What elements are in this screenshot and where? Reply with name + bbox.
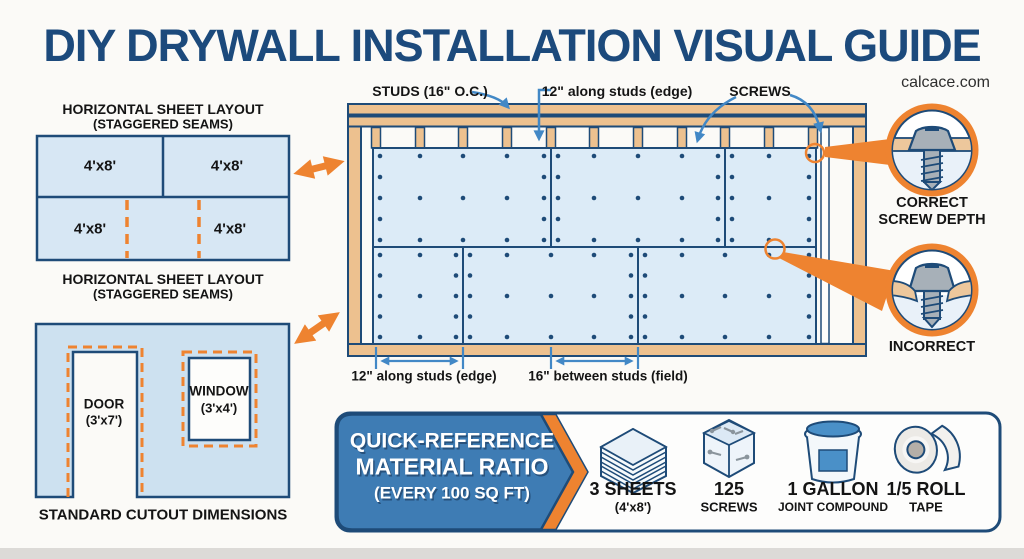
screws-box-icon — [701, 418, 757, 479]
sheet-label-4: 4'x8' — [213, 220, 247, 238]
orange-arrow-bottom — [294, 312, 340, 344]
item-qty-compound: 1 GALLON — [787, 479, 879, 499]
banner-blue-panel — [336, 413, 575, 531]
correct-label-line2: SCREW DEPTH — [878, 211, 986, 228]
sheet-label-2: 4'x8' — [210, 157, 244, 175]
joint-compound-bucket-icon — [804, 420, 862, 484]
callout-arrow-screws-left — [694, 95, 737, 144]
item-sub-compound: JOINT COMPOUND — [777, 500, 889, 514]
callout-arrow-screws-right — [789, 93, 824, 134]
door-size-label: (3'x7') — [85, 412, 123, 428]
banner-heading-line2: MATERIAL RATIO — [355, 453, 549, 480]
dim-edge-label: 12" along studs (edge) — [351, 368, 497, 384]
callout-arrow-edge — [533, 88, 551, 142]
screw-highlight-circle-mid — [764, 238, 786, 260]
callout-arrows — [471, 88, 824, 144]
page-bottom-shadow — [0, 548, 1024, 559]
drywall-sheets — [372, 147, 817, 345]
screws-label: SCREWS — [729, 83, 791, 99]
callout-arrow-studs — [471, 90, 510, 110]
sheet-layout-caption-line1: HORIZONTAL SHEET LAYOUT — [62, 271, 264, 287]
window-size-label: (3'x4') — [200, 400, 238, 416]
window-label: WINDOW — [189, 383, 249, 399]
orange-arrow-top — [293, 156, 345, 179]
stud-stubs — [370, 126, 819, 149]
page-title: DIY DRYWALL INSTALLATION VISUAL GUIDE — [43, 20, 981, 71]
tape-roll-icon — [893, 424, 961, 474]
door-label: DOOR — [83, 396, 125, 412]
dimension-arrows — [374, 347, 640, 369]
wall-framing-diagram — [347, 88, 867, 369]
incorrect-screw-depth-icon — [885, 243, 979, 337]
cutout-caption: STANDARD CUTOUT DIMENSIONS — [38, 506, 288, 524]
correct-screw-depth-icon — [885, 103, 979, 197]
sheet-layout-header-line1: HORIZONTAL SHEET LAYOUT — [62, 101, 264, 117]
banner-heading-line1: QUICK-REFERENCE — [349, 429, 555, 453]
material-banner — [334, 411, 1002, 533]
item-qty-screws: 125 — [713, 479, 745, 499]
screw-highlight-circle-top — [804, 142, 826, 164]
sheet-layout-caption-line2: (STAGGERED SEAMS) — [93, 286, 233, 302]
dim-field-label: 16" between studs (field) — [528, 368, 688, 384]
item-sub-tape: TAPE — [909, 499, 943, 515]
banner-heading-line3: (EVERY 100 SQ FT) — [374, 483, 530, 503]
sheet-label-1: 4'x8' — [83, 157, 117, 175]
correct-label-line1: CORRECT — [896, 194, 968, 211]
item-sub-sheets: (4'x8') — [614, 499, 652, 515]
sheet-layout-header-line2: (STAGGERED SEAMS) — [93, 116, 233, 132]
item-sub-screws: SCREWS — [700, 499, 758, 515]
studs-label: STUDS (16" O.C.) — [372, 83, 488, 99]
edge-spacing-top-label: 12" along studs (edge) — [541, 83, 693, 99]
item-qty-sheets: 3 SHEETS — [589, 479, 677, 499]
sheet-layout-diagram — [35, 134, 291, 262]
connector-correct — [825, 139, 890, 165]
connector-incorrect — [779, 252, 895, 311]
drywall-sheets-icon — [599, 427, 668, 495]
cutout-diagram — [34, 322, 291, 499]
site-link[interactable]: calcace.com — [901, 74, 990, 91]
sheet-label-3: 4'x8' — [73, 220, 107, 238]
item-qty-tape: 1/5 ROLL — [886, 479, 966, 499]
incorrect-label: INCORRECT — [888, 338, 976, 355]
